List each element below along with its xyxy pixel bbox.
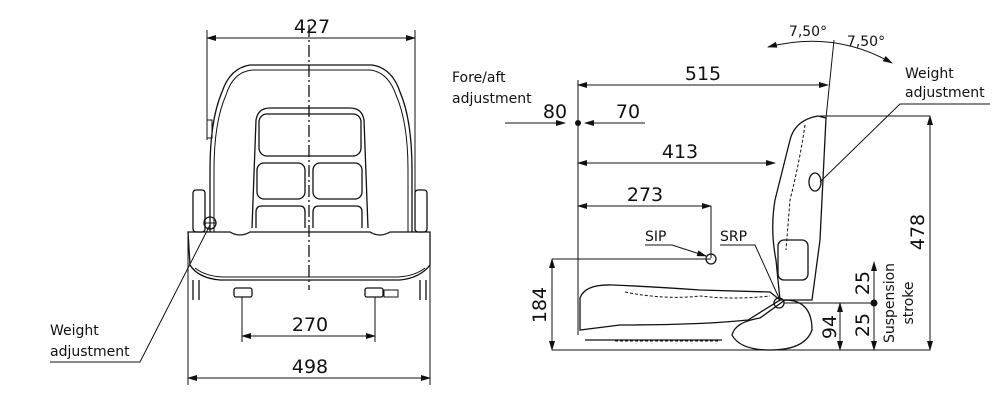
recline-back-angle: 7,50° <box>789 24 827 40</box>
dimension-270: 270 <box>292 314 328 336</box>
seat-hinge-bracket <box>731 299 813 351</box>
backrest-side <box>772 115 827 301</box>
dimension-478: 478 <box>907 214 929 250</box>
recline-forward-angle: 7,50° <box>847 34 885 50</box>
dimension-184: 184 <box>529 287 551 323</box>
weight-adjustment-label: adjustment <box>905 85 985 101</box>
fore-aft-label: Fore/aft <box>452 70 506 86</box>
backrest-inner <box>213 69 409 232</box>
latch <box>206 119 213 139</box>
dimension-413: 413 <box>662 141 698 163</box>
backrest-pad <box>255 205 306 228</box>
suspension-down-25: 25 <box>852 313 874 337</box>
backrest-outline <box>209 64 413 232</box>
backrest-pad <box>258 113 362 157</box>
armrest-bracket <box>192 189 206 233</box>
dimension-70: 70 <box>616 101 640 123</box>
dimension-515: 515 <box>685 63 721 85</box>
dimension-427: 427 <box>294 16 330 38</box>
weight-adjustment-label: Weight <box>50 323 99 339</box>
backrest-pad <box>312 162 363 200</box>
mount-bolt <box>383 289 399 298</box>
weight-adjustment-label: adjustment <box>50 344 130 360</box>
lumbar-pad <box>777 239 809 281</box>
dimension-273: 273 <box>627 184 663 206</box>
sip-label: SIP <box>645 229 666 245</box>
suspension-stroke-label: Suspension <box>882 263 898 343</box>
dimension-498: 498 <box>292 356 328 378</box>
backrest-panel <box>251 107 369 229</box>
front-view: 427 270 498 Weight adjustment <box>50 16 431 385</box>
srp-label: SRP <box>720 229 747 245</box>
suspension-midpoint <box>870 299 878 307</box>
suspension-up-25: 25 <box>852 271 874 295</box>
weight-adjustment-knob <box>808 172 822 192</box>
suspension-stroke-label: stroke <box>901 281 917 324</box>
recline-arc <box>767 40 893 64</box>
backrest-pad <box>256 162 306 200</box>
recline-axis <box>825 39 835 119</box>
dimension-94: 94 <box>819 315 841 339</box>
mount-foot <box>233 287 253 298</box>
dimension-80: 80 <box>543 101 567 123</box>
leader-line <box>819 103 990 183</box>
weight-adjustment-label: Weight <box>905 66 954 82</box>
backrest-pad <box>312 205 363 228</box>
armrest-bracket <box>414 189 428 233</box>
side-view: Fore/aft adjustment 80 70 515 413 273 7,… <box>452 24 990 351</box>
leader-line <box>50 224 211 363</box>
seat-cushion-side <box>579 284 782 331</box>
fore-aft-label: adjustment <box>452 91 532 107</box>
mount-foot <box>364 287 384 298</box>
